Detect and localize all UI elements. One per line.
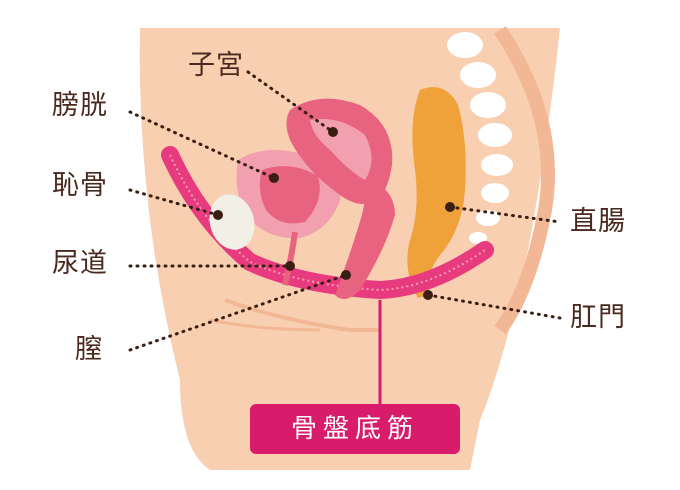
dot-bladder — [269, 173, 279, 183]
label-bladder: 膀胱 — [52, 90, 108, 121]
label-anus: 肛門 — [570, 302, 626, 333]
vagina-organ — [335, 180, 395, 299]
leader-lines — [128, 70, 562, 352]
leader-bladder — [128, 110, 276, 180]
uterus-inner — [310, 119, 372, 180]
leader-anus — [426, 293, 562, 320]
label-pubic-bone: 恥骨 — [52, 170, 108, 201]
dot-uterus — [328, 127, 338, 137]
dot-pubic-bone — [213, 210, 223, 220]
rectum-organ — [407, 87, 466, 299]
urethra-organ — [282, 231, 298, 286]
leader-rectum — [448, 205, 562, 224]
leader-pubic-bone — [128, 188, 220, 217]
label-uterus: 子宮 — [188, 50, 244, 81]
buttock-shading — [494, 26, 555, 335]
perineum-shading — [224, 298, 380, 332]
dot-rectum — [445, 202, 455, 212]
label-rectum: 直腸 — [570, 206, 626, 237]
dot-anus — [423, 290, 433, 300]
pubic-bone-organ — [209, 194, 255, 250]
dot-urethra — [285, 261, 295, 271]
leader-vagina — [128, 273, 348, 352]
pelvic-floor-muscle-badge: 骨盤底筋 — [250, 404, 460, 454]
thigh-line — [209, 318, 321, 332]
anchor-dots — [213, 127, 455, 300]
pelvic-floor-muscle — [161, 146, 494, 300]
label-vagina: 膣 — [75, 334, 103, 365]
dot-vagina — [341, 270, 351, 280]
label-urethra: 尿道 — [52, 248, 108, 279]
spine — [447, 32, 513, 244]
